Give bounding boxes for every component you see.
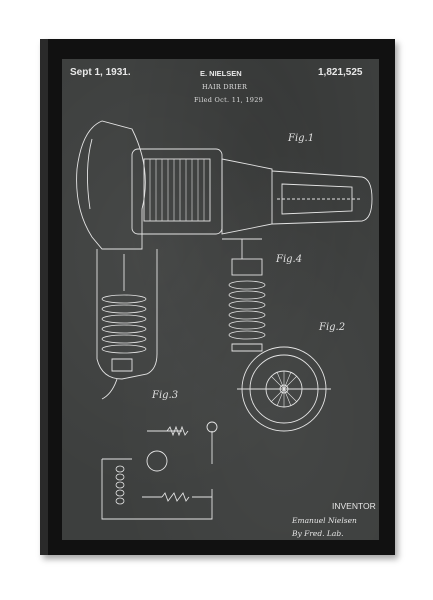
figure-2-drawing xyxy=(237,346,331,432)
patent-drawings xyxy=(76,120,373,520)
patent-inventor-name: E. NIELSEN xyxy=(200,69,242,78)
figure-4-drawing xyxy=(222,238,266,352)
figure-4-label: Fig.4 xyxy=(276,254,303,265)
figure-3-drawing xyxy=(101,421,218,520)
figure-1-label: Fig.1 xyxy=(288,133,315,144)
patent-filed-date: Filed Oct. 11, 1929 xyxy=(194,96,264,104)
inventor-label: INVENTOR xyxy=(332,501,376,511)
figure-3-label: Fig.3 xyxy=(152,390,179,401)
patent-chalkboard-print: Sept 1, 1931. E. NIELSEN 1,821,525 HAIR … xyxy=(62,59,379,540)
attorney-signature: By Fred. Lab. xyxy=(292,529,344,538)
patent-title: HAIR DRIER xyxy=(202,83,248,91)
frame-side-edge xyxy=(40,39,48,555)
figure-1-drawing xyxy=(76,120,373,400)
patent-number: 1,821,525 xyxy=(318,67,363,78)
figure-2-label: Fig.2 xyxy=(319,322,346,333)
inventor-signature: Emanuel Nielsen xyxy=(292,516,357,525)
patent-date: Sept 1, 1931. xyxy=(70,67,131,78)
